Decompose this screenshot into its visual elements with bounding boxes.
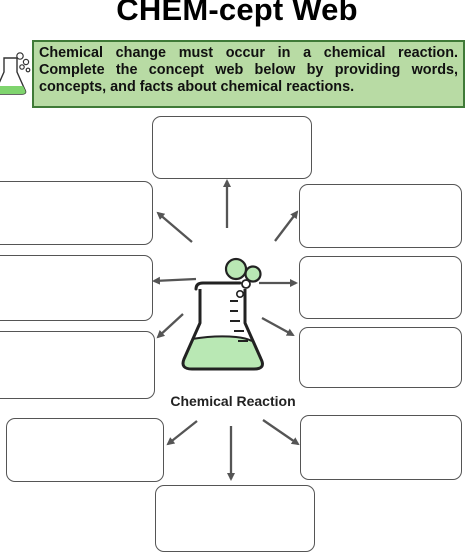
instructions-box: Chemical change must occur in a chemical… [32, 40, 465, 108]
center-label: Chemical Reaction [170, 393, 296, 409]
arrow-lower-left [166, 420, 198, 446]
answer-box-right-1[interactable] [299, 184, 462, 248]
small-flask-icon [0, 52, 31, 95]
arrow-down-right [261, 316, 295, 337]
arrow-down-left [156, 313, 184, 339]
answer-box-bottom-right[interactable] [300, 415, 462, 480]
answer-box-left-3[interactable] [0, 331, 155, 399]
answer-box-right-2[interactable] [299, 256, 462, 319]
answer-box-left-1[interactable] [0, 181, 153, 245]
arrow-up-right [274, 210, 299, 242]
answer-box-left-2[interactable] [0, 255, 153, 321]
arrow-lower-right [262, 419, 300, 446]
arrow-up-left [156, 211, 193, 243]
flask-icon [181, 257, 264, 371]
answer-box-bottom-left[interactable] [6, 418, 164, 482]
answer-box-bottom[interactable] [155, 485, 315, 552]
answer-box-top[interactable] [152, 116, 312, 179]
arrow-left [152, 276, 197, 285]
page-title: CHEM-cept Web [116, 0, 358, 27]
answer-box-right-3[interactable] [299, 327, 462, 388]
